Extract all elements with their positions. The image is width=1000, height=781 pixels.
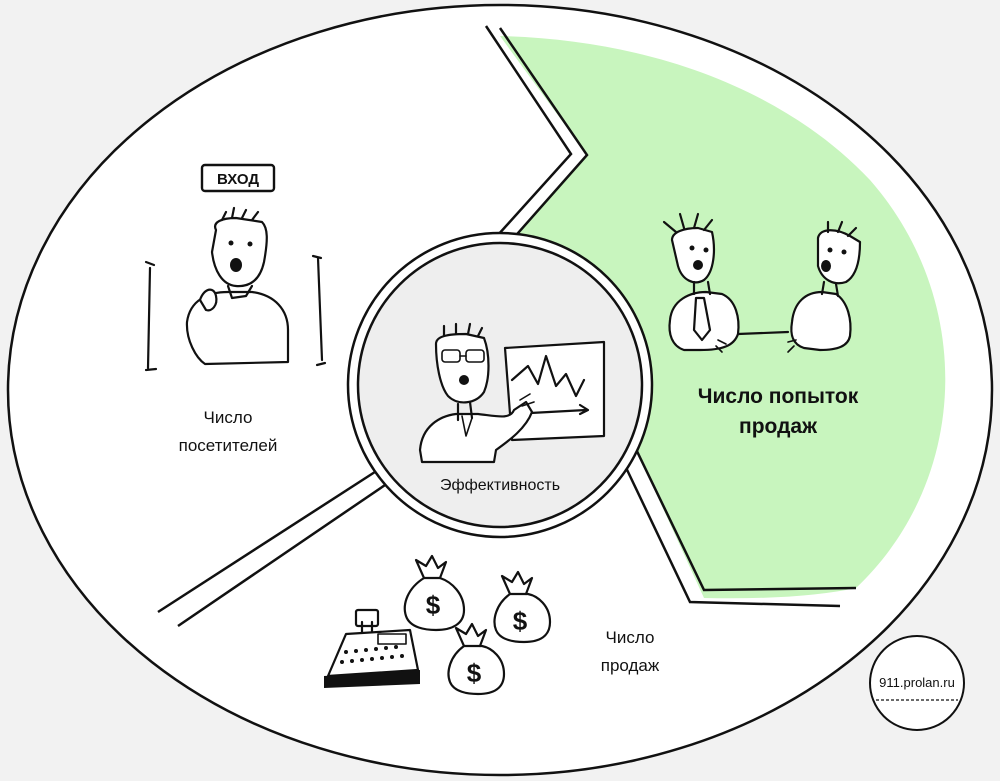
money-bag-icon: $ [403, 554, 466, 632]
money-bag-icon: $ [447, 622, 506, 696]
center-label: Эффективность [440, 477, 560, 494]
boundary-right [618, 454, 841, 608]
presenter-illustration [418, 322, 606, 464]
svg-text:$: $ [513, 606, 528, 636]
entrance-sign-label: ВХОД [217, 171, 259, 188]
entrance-sign [200, 163, 276, 193]
entrance-illustration: ВХОД [144, 163, 327, 372]
seller-person-icon [662, 212, 740, 353]
boundary-left [157, 468, 379, 614]
svg-text:$: $ [467, 658, 482, 688]
segment-attempts-label-line2: продаж [739, 415, 818, 438]
sales-illustration: $ $ $ [324, 554, 552, 696]
cash-register-icon [324, 608, 420, 688]
segment-visitors-label-line2: посетителей [179, 436, 278, 455]
boundary-top [484, 25, 573, 247]
handshake-illustration [662, 212, 862, 353]
money-bag-icon: $ [493, 570, 552, 644]
watermark-text: 911.prolan.ru [879, 675, 955, 690]
segment-sales-label-line2: продаж [601, 656, 660, 675]
segment-attempts-label-line1: Число попыток [698, 385, 859, 408]
visitor-person-icon [185, 206, 290, 366]
buyer-person-icon [787, 220, 862, 353]
watermark-badge: 911.prolan.ru [869, 635, 965, 731]
segment-sales-label-line1: Число [606, 628, 655, 647]
svg-text:$: $ [426, 590, 441, 620]
segment-visitors-label-line1: Число [204, 408, 253, 427]
